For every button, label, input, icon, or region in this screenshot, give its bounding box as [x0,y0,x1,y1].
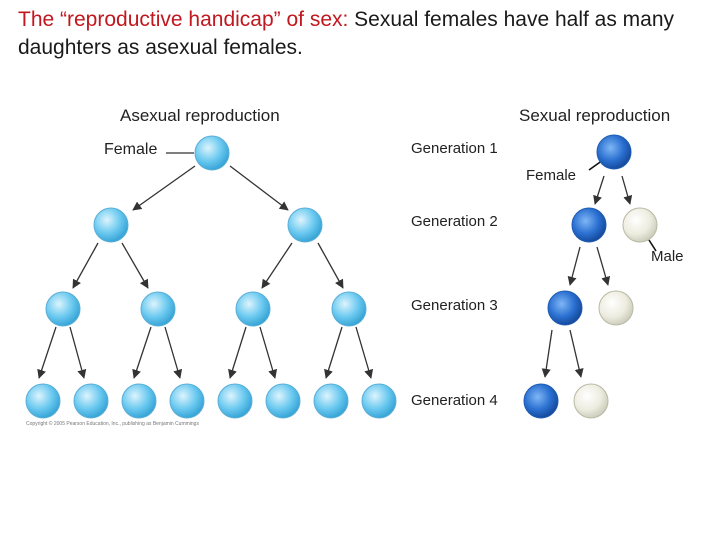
asexual-cell [140,291,176,327]
arrow [259,326,278,379]
asexual-arrows [37,165,374,379]
male-pointer-line [648,239,657,252]
male-cell [598,290,634,326]
female-cell [596,134,632,170]
arrow [121,242,149,289]
slide-title: The “reproductive handicap” of sex: Sexu… [18,6,708,62]
asexual-cell [45,291,81,327]
asexual-cell [313,383,349,419]
sexual-cells [523,134,658,419]
arrow [261,242,293,289]
asexual-cell [217,383,253,419]
arrow [132,165,196,211]
arrow [541,329,553,378]
asexual-cell [25,383,61,419]
arrow [596,246,611,286]
female-cell [547,290,583,326]
sexual-female-label: Female [526,167,577,184]
arrow [569,329,584,378]
arrow [567,246,581,286]
asexual-cell [93,207,129,243]
asexual-cell [235,291,271,327]
male-cell [573,383,609,419]
arrow [355,326,374,379]
arrow [72,242,99,289]
generation-4-label: Generation 4 [411,392,498,409]
asexual-cell [73,383,109,419]
asexual-cell [331,291,367,327]
arrow [69,326,87,379]
title-rest: Sexual females have half as many daughte… [18,8,675,59]
arrow [37,326,57,379]
generation-1-label: Generation 1 [411,140,498,157]
arrow [132,326,152,379]
arrow [228,326,247,379]
female-cell [571,207,607,243]
asexual-heading: Asexual reproduction [120,106,280,125]
generation-3-label: Generation 3 [411,297,498,314]
arrow [324,326,343,379]
asexual-cell [361,383,397,419]
generation-2-label: Generation 2 [411,213,498,230]
asexual-cell [121,383,157,419]
sexual-heading: Sexual reproduction [519,106,671,125]
asexual-cell [169,383,205,419]
sexual-male-label: Male [651,248,684,265]
copyright-notice: Copyright © 2005 Pearson Education, Inc.… [26,421,199,427]
arrow [317,242,344,289]
arrow [621,175,633,205]
asexual-cell [194,135,230,171]
asexual-cell [265,383,301,419]
arrow [593,175,605,205]
arrow [229,165,289,211]
asexual-cells [25,135,397,419]
sexual-arrows [541,175,633,378]
asexual-cell [287,207,323,243]
asexual-female-label: Female [104,141,158,158]
male-cell [622,207,658,243]
title-highlight: The “reproductive handicap” of sex: [18,8,349,31]
arrow [164,326,183,379]
female-cell [523,383,559,419]
